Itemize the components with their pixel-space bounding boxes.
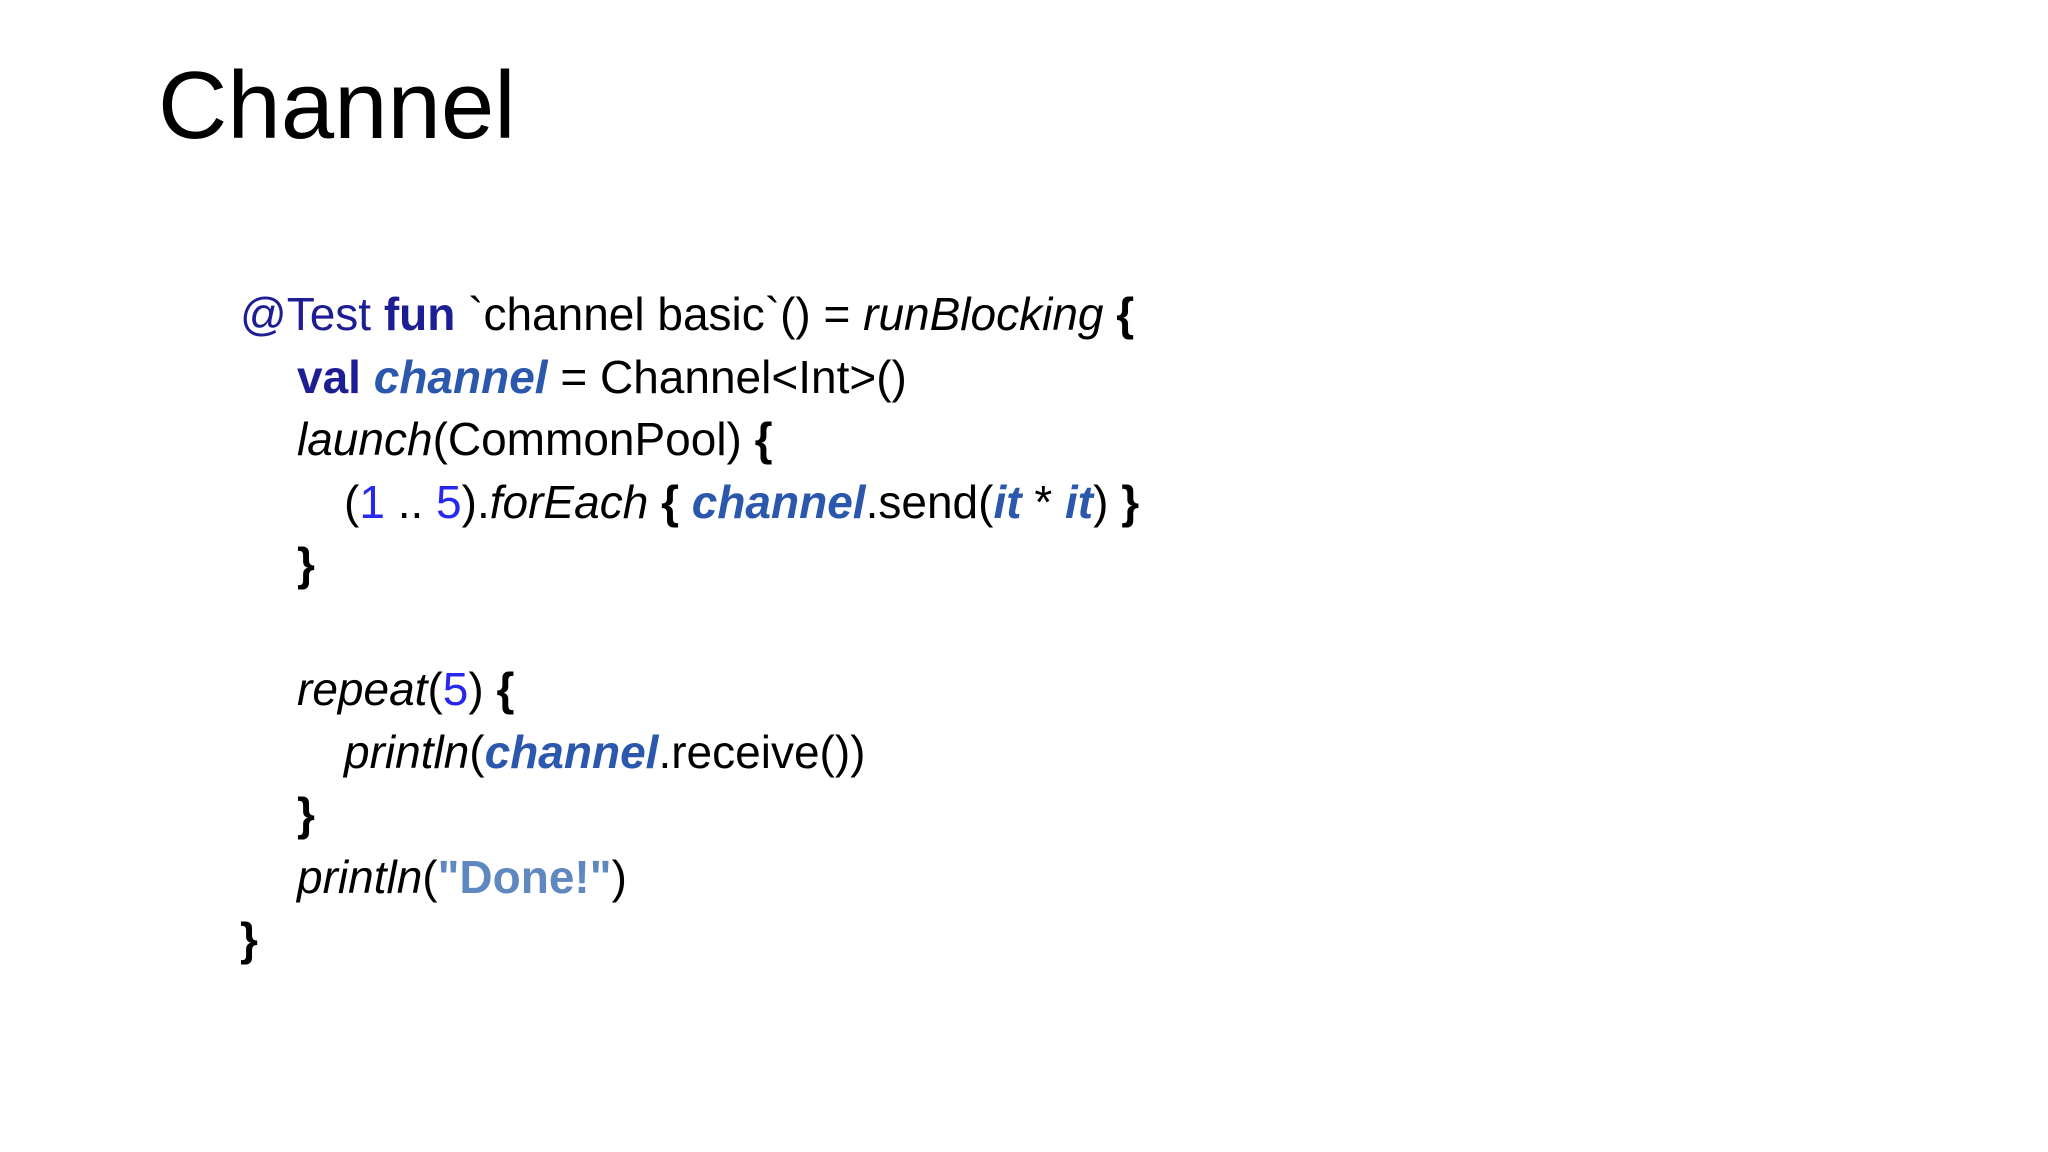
code-token: .receive()) [658,725,866,778]
code-line-7: repeat(5) { [240,658,1139,721]
page-title: Channel [158,52,516,159]
code-token: { [496,663,515,715]
code-line-8: println(channel.receive()) [240,721,1139,784]
code-token: .send( [865,475,994,528]
code-token: fun [383,288,456,340]
code-token: `channel basic`() = [455,288,864,340]
code-token: it [1065,475,1094,528]
code-line-9: } [240,783,1139,846]
code-token [648,476,661,528]
code-token: forEach [489,475,649,528]
code-token [361,351,374,403]
code-line-2: val channel = Channel<Int>() [240,346,1139,409]
code-token: println [344,725,470,778]
code-token: repeat [297,663,428,715]
code-token: ( [469,725,485,778]
code-token: println [297,850,423,903]
code-token: runBlocking [863,288,1104,340]
code-token: (CommonPool) [432,413,755,465]
code-token: } [240,913,258,965]
code-token: * [1021,475,1066,528]
code-line-1: @Test fun `channel basic`() = runBlockin… [240,283,1139,346]
code-token: ( [427,663,443,715]
code-token: launch [297,413,433,465]
code-line-11: } [240,908,1139,971]
code-token: ) [611,850,627,903]
code-block: @Test fun `channel basic`() = runBlockin… [240,283,1139,971]
code-token: ( [422,850,438,903]
code-token: = Channel<Int>() [547,350,907,403]
code-token: } [1121,475,1140,528]
code-token: { [754,413,773,465]
code-line-3: launch(CommonPool) { [240,408,1139,471]
code-line-4: (1 .. 5).forEach { channel.send(it * it)… [240,471,1139,534]
code-token: @Test [240,288,372,340]
code-token: "Done!" [437,850,612,903]
code-token [679,476,692,528]
code-token: { [661,475,679,528]
code-token: ( [344,475,360,528]
code-line-5: } [240,533,1139,596]
code-token [371,288,384,340]
code-token: ) [468,663,497,715]
code-token: } [297,538,315,590]
code-token: ). [461,475,490,528]
code-token: channel [373,350,548,403]
code-line-6 [240,596,1139,659]
code-token: it [993,475,1022,528]
code-token: 5 [442,663,469,715]
code-token: val [297,350,361,403]
code-token: .. [384,475,437,528]
code-token: } [297,788,315,840]
code-token: ) [1093,475,1122,528]
code-line-10: println("Done!") [240,846,1139,909]
code-token: { [1116,288,1135,340]
code-token: 5 [436,475,462,528]
code-token: channel [691,475,866,528]
code-token: channel [484,725,659,778]
code-token: 1 [359,475,385,528]
code-token [1104,288,1117,340]
